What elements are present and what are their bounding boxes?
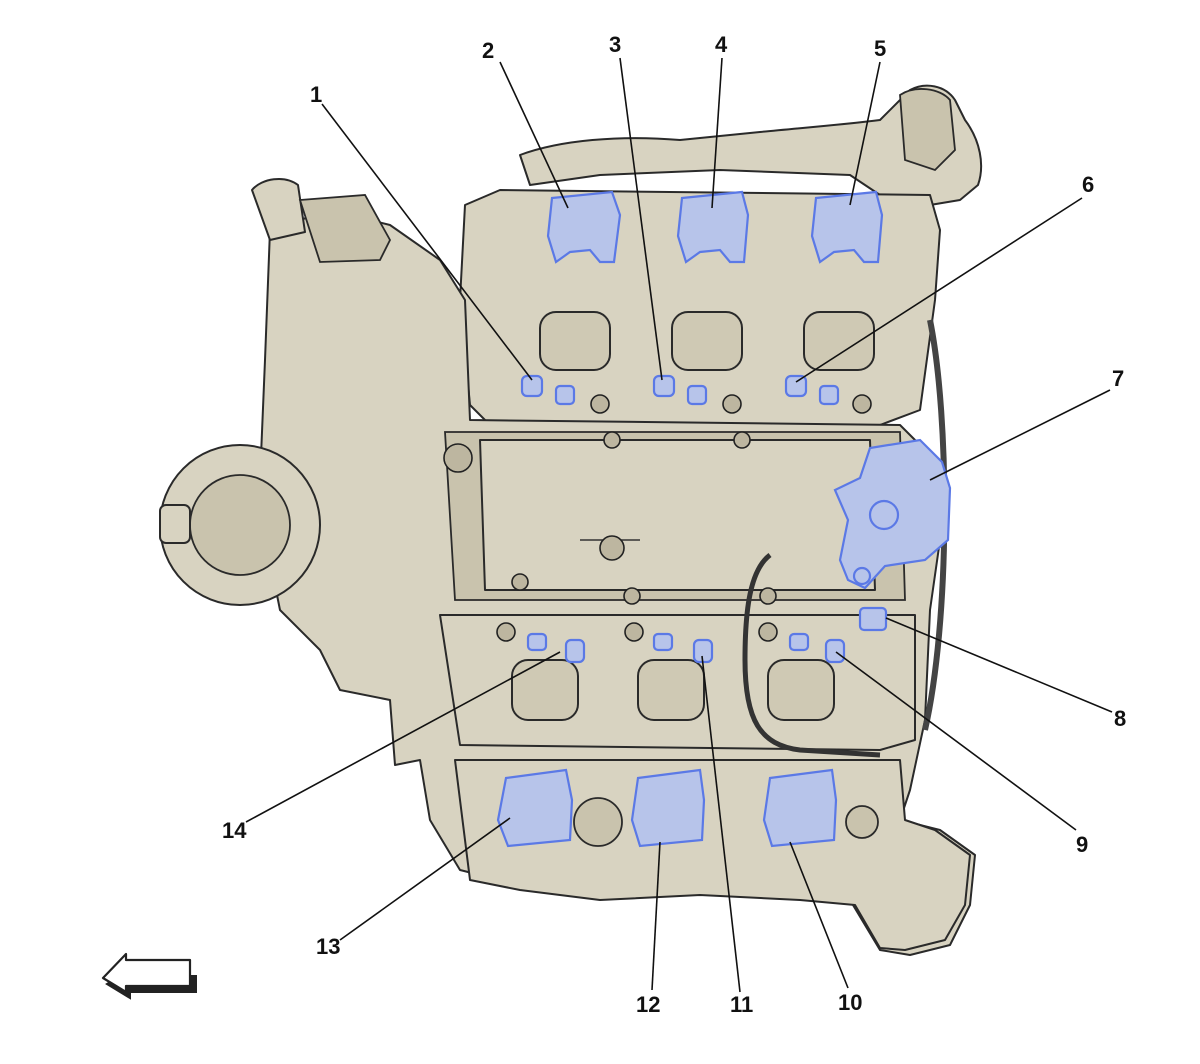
bolt [759, 587, 777, 605]
leader-lines [245, 57, 1113, 993]
plenum-boss [599, 535, 625, 561]
callout-6: 6 [1082, 172, 1094, 197]
fuel-injector-lower [526, 632, 548, 652]
leader-line-5 [849, 61, 881, 206]
bolt [722, 394, 742, 414]
intake-port [671, 311, 743, 371]
callout-11: 11 [730, 992, 753, 1017]
injector-connector [818, 384, 840, 406]
callout-7: 7 [1112, 366, 1124, 391]
bolt [624, 622, 644, 642]
left-arrow-icon [101, 952, 197, 1000]
ignition-coil-lower [762, 768, 838, 848]
callout-8: 8 [1114, 706, 1126, 731]
leader-line-12 [651, 841, 661, 991]
leader-line-6 [795, 197, 1083, 383]
intake-port [539, 311, 611, 371]
leader-line-9 [835, 651, 1077, 831]
injector-connector [554, 384, 576, 406]
ignition-coil-upper [810, 190, 884, 264]
bolt [758, 622, 778, 642]
leader-line-8 [885, 617, 1113, 713]
ignition-coil-upper [546, 190, 622, 264]
fuel-injector-lower [788, 632, 810, 652]
fuel-injector-upper [652, 374, 676, 398]
ignition-coil-lower [630, 768, 706, 848]
bolt [590, 394, 610, 414]
fuel-injector-lower [652, 632, 674, 652]
plenum-cover [479, 439, 876, 591]
lower-intake-ports [511, 659, 835, 721]
mounting-bolts [496, 394, 872, 642]
ignition-coil-lower [496, 768, 574, 848]
ignition-coil-upper [676, 190, 750, 264]
coolant-housing [298, 194, 392, 263]
coolant-outlet-pipe [251, 178, 306, 241]
injector-connector [686, 384, 708, 406]
leader-line-7 [929, 389, 1111, 481]
drain-port [573, 797, 623, 847]
callout-5: 5 [874, 36, 886, 61]
highlighted-parts [496, 190, 952, 848]
callout-13: 13 [316, 934, 340, 959]
leader-line-13 [339, 817, 511, 941]
bolt [623, 587, 641, 605]
callout-4: 4 [715, 32, 728, 57]
pulley-hub [189, 474, 291, 576]
leader-line-4 [711, 57, 723, 209]
sensor-8 [858, 606, 888, 632]
callout-9: 9 [1076, 832, 1088, 857]
leader-line-11 [701, 655, 741, 993]
callout-2: 2 [482, 38, 494, 63]
leader-line-2 [499, 61, 569, 209]
bolt [733, 431, 751, 449]
intake-port [803, 311, 875, 371]
intake-port [511, 659, 579, 721]
callout-1: 1 [310, 82, 322, 107]
fuel-injector-lower [564, 638, 586, 664]
bolt [852, 394, 872, 414]
upper-intake-ports [539, 311, 875, 371]
intake-port [637, 659, 705, 721]
pulley-bolt [159, 504, 191, 544]
oxygen-sensor-port [845, 805, 879, 839]
exhaust-outlet-top [899, 88, 956, 172]
sensor-module-boss [868, 499, 900, 531]
fuel-injector-upper [520, 374, 544, 398]
callout-10: 10 [838, 990, 862, 1015]
sensor-module-mount [852, 566, 872, 586]
leader-line-3 [619, 57, 663, 381]
sensor-harness [742, 553, 881, 758]
leader-line-10 [789, 841, 849, 989]
fuel-injector-upper [784, 374, 808, 398]
callout-labels: 1 2 3 4 5 6 7 8 9 10 11 12 13 14 [222, 32, 1126, 1017]
bolt [603, 431, 621, 449]
bolt [496, 622, 516, 642]
callout-14: 14 [222, 818, 247, 843]
fuel-injector-lower [824, 638, 846, 664]
callout-3: 3 [609, 32, 621, 57]
callout-12: 12 [636, 992, 660, 1017]
bolt [511, 573, 529, 591]
leader-line-14 [245, 651, 561, 823]
leader-line-1 [321, 103, 533, 381]
intake-port [767, 659, 835, 721]
throttle-port [443, 443, 473, 473]
